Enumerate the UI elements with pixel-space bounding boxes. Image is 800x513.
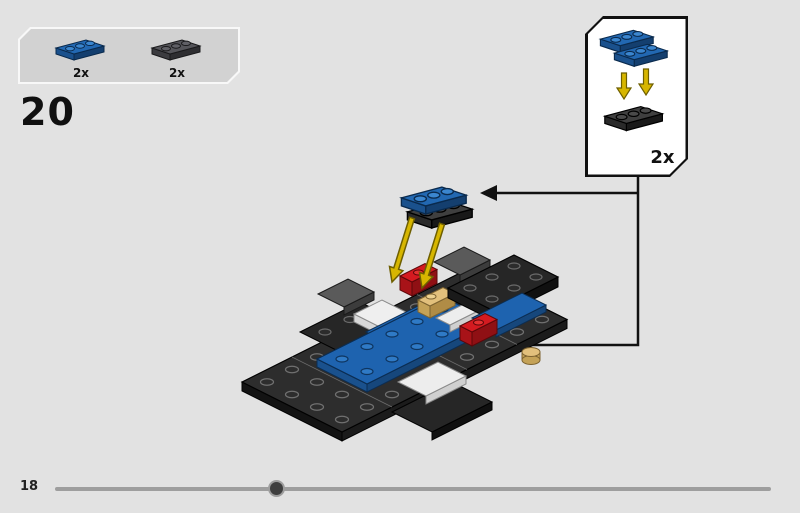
subassembly-callout-inner: 2x (588, 19, 686, 175)
progress-knob[interactable] (268, 480, 286, 497)
part-quantity: 2x (72, 66, 90, 80)
part-item: 2x (146, 36, 208, 82)
blue-plate-1x3-icon (600, 30, 653, 52)
part-quantity: 2x (168, 66, 186, 80)
mudguard-right (432, 246, 492, 284)
progress-track[interactable] (55, 487, 771, 491)
dark-gray-plate-1x3-icon (146, 36, 208, 66)
parts-callout-inner: 2x 2x (20, 29, 238, 82)
blue-plate-1x3-icon (614, 44, 667, 66)
part-item: 2x (50, 36, 112, 82)
front-studs (463, 262, 543, 303)
tan-pin (521, 347, 541, 365)
blue-plate-1x3-icon (50, 36, 112, 66)
blue-plate-1x3 (399, 186, 469, 215)
attach-arrow-icon (388, 216, 416, 284)
white-panel-bottom (396, 361, 468, 405)
tan-brick (416, 286, 457, 319)
rear-studs (318, 315, 357, 336)
subassembly-diagram (590, 25, 686, 143)
placement-arrows (388, 216, 446, 290)
subassembly-quantity: 2x (650, 146, 675, 168)
page-number: 18 (20, 479, 39, 494)
floating-subassembly (399, 186, 475, 229)
parts-callout-box: 2x 2x (18, 27, 240, 84)
black-plate-1x3-icon (604, 106, 662, 130)
down-arrow-icon (617, 69, 653, 99)
mudguard-left (316, 278, 376, 316)
red-brick-front (458, 312, 499, 347)
step-number: 20 (20, 90, 75, 134)
chassis-model (240, 246, 569, 442)
subassembly-callout-box: 2x (585, 16, 688, 177)
attach-arrow-icon (418, 222, 446, 290)
